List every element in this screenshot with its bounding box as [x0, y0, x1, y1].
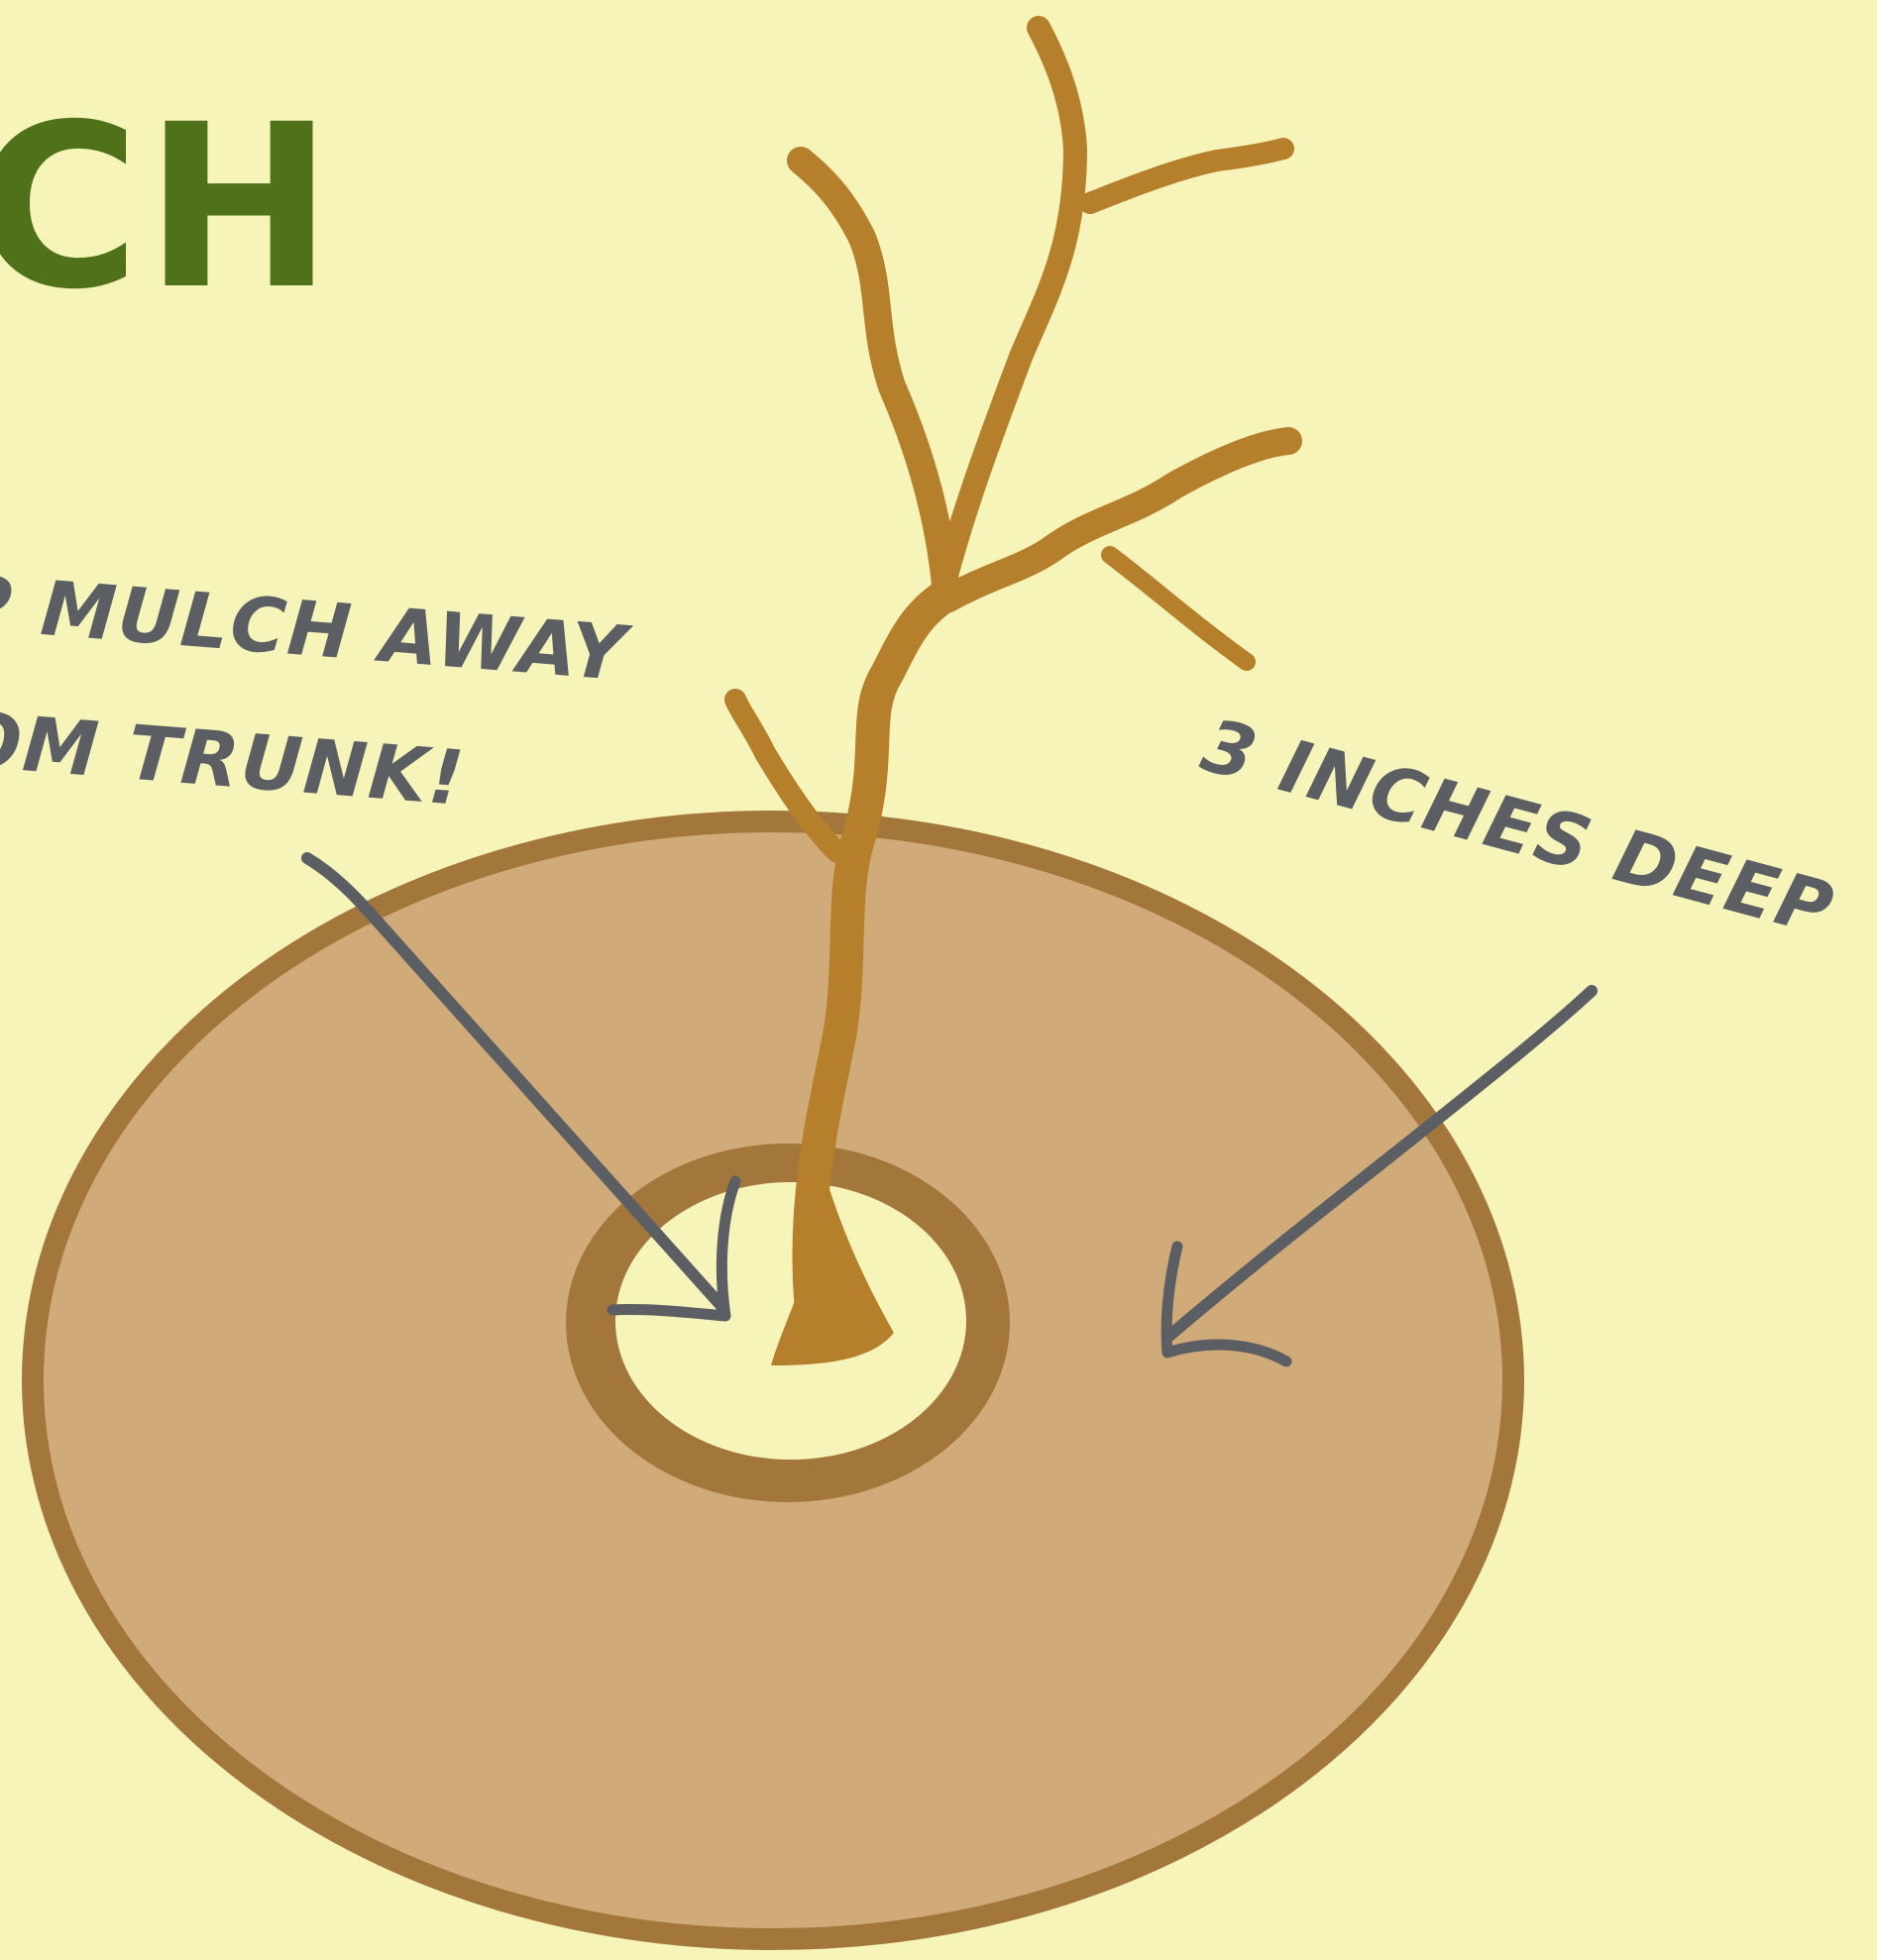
branch-right-upper: [1090, 149, 1283, 203]
mulch-ring: [33, 821, 1513, 1939]
page-title: LCH: [0, 94, 337, 320]
branch-center: [941, 28, 1075, 595]
branch-right-twig: [1110, 555, 1247, 662]
branch-right-mid: [946, 441, 1288, 599]
trunk-upper: [801, 161, 946, 595]
